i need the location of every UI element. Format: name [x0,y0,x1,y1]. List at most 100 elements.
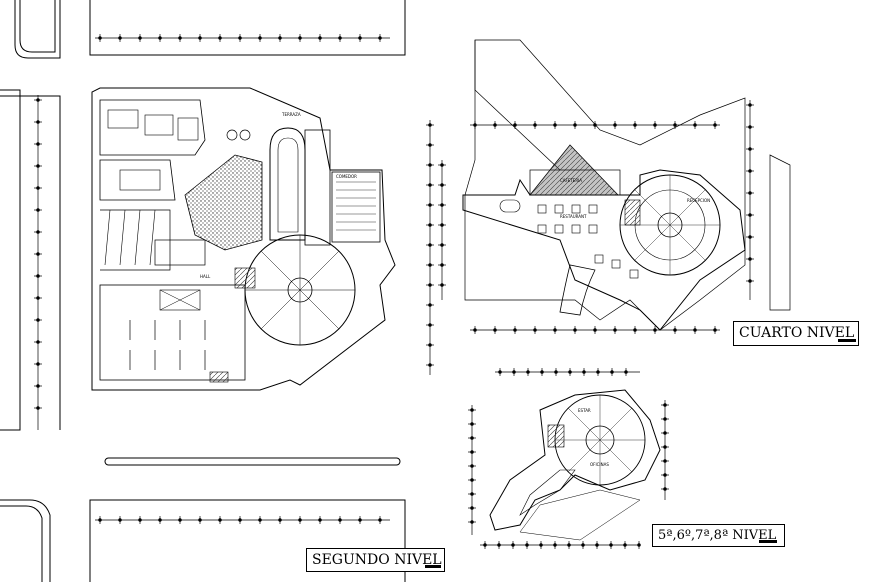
axis-node [748,213,752,217]
axis-node [693,328,697,332]
axis-node [138,36,142,40]
axis-node [258,518,262,522]
axis-node [440,283,444,287]
axis-node [525,543,529,547]
axis-node [428,283,432,287]
axis-node [440,163,444,167]
label-terraza: TERRAZA [282,112,301,117]
plan-upper-niveles [489,389,661,541]
axis-node [533,328,537,332]
axis-node [36,362,40,366]
axis-node [663,403,667,407]
axis-node [158,36,162,40]
axis-node [596,370,600,374]
label-oficinas: OFICINAS [590,462,609,467]
axis-node [158,518,162,522]
axis-node [581,543,585,547]
axis-node [748,125,752,129]
axis-node [553,328,557,332]
axis-node [513,328,517,332]
axis-node [582,370,586,374]
axis-node [36,340,40,344]
plan-segundo-nivel [91,87,396,391]
label-restaurant: RESTAURANT [560,214,587,219]
axis-node [609,543,613,547]
axis-node [483,543,487,547]
axis-node [663,459,667,463]
axis-node [338,518,342,522]
label-estar: ESTAR [578,408,591,413]
axis-node [613,328,617,332]
site-street-lines [0,0,406,582]
axis-node [673,123,677,127]
title-cuarto-nivel-text: CUARTO NIVEL [739,325,855,341]
axis-node [98,518,102,522]
axis-node [238,36,242,40]
axis-node [36,208,40,212]
axis-node [428,183,432,187]
axis-node [318,518,322,522]
axis-node [36,384,40,388]
axis-node [568,370,572,374]
axis-node [633,123,637,127]
axis-node [358,36,362,40]
label-recepcion: RECEPCION [687,198,711,203]
axis-node [36,120,40,124]
axis-node [440,203,444,207]
axis-node [36,274,40,278]
axis-node [693,123,697,127]
axis-node [663,445,667,449]
axis-node [138,518,142,522]
axis-node [428,243,432,247]
axis-node [595,543,599,547]
axis-node [748,103,752,107]
axis-node [613,123,617,127]
axis-node [653,123,657,127]
axis-node [748,279,752,283]
axis-node [378,518,382,522]
axis-node [470,436,474,440]
title-underline [759,540,777,543]
axis-node [36,230,40,234]
axis-node [36,252,40,256]
axis-node [218,36,222,40]
axis-node [663,487,667,491]
axis-node [428,223,432,227]
axis-node [748,191,752,195]
axis-node [36,142,40,146]
title-underline [425,565,441,568]
axis-node [218,518,222,522]
axis-node [513,123,517,127]
axis-node [470,506,474,510]
title-segundo-nivel: SEGUNDO NIVEL [306,548,445,572]
axis-node [663,417,667,421]
axis-node [428,263,432,267]
axis-node [637,543,641,547]
axis-node [573,328,577,332]
axis-node [567,543,571,547]
axis-node [278,36,282,40]
axis-node [539,543,543,547]
title-cuarto-nivel: CUARTO NIVEL [733,321,859,346]
dimension-axes [34,34,754,549]
axis-node [318,36,322,40]
axis-node [36,296,40,300]
axis-node [470,422,474,426]
axis-node [198,36,202,40]
axis-node [440,263,444,267]
axis-node [440,243,444,247]
axis-node [36,164,40,168]
axis-node [673,328,677,332]
axis-node [593,328,597,332]
axis-node [748,169,752,173]
axis-node [378,36,382,40]
title-upper-niveles-text: 5ª,6º,7ª,8ª NIVEL [658,528,777,543]
axis-node [623,543,627,547]
label-hall: HALL [200,274,211,279]
axis-node [36,98,40,102]
axis-node [512,370,516,374]
plan-cuarto-nivel [462,39,791,331]
axis-node [298,518,302,522]
axis-node [748,147,752,151]
axis-node [470,408,474,412]
